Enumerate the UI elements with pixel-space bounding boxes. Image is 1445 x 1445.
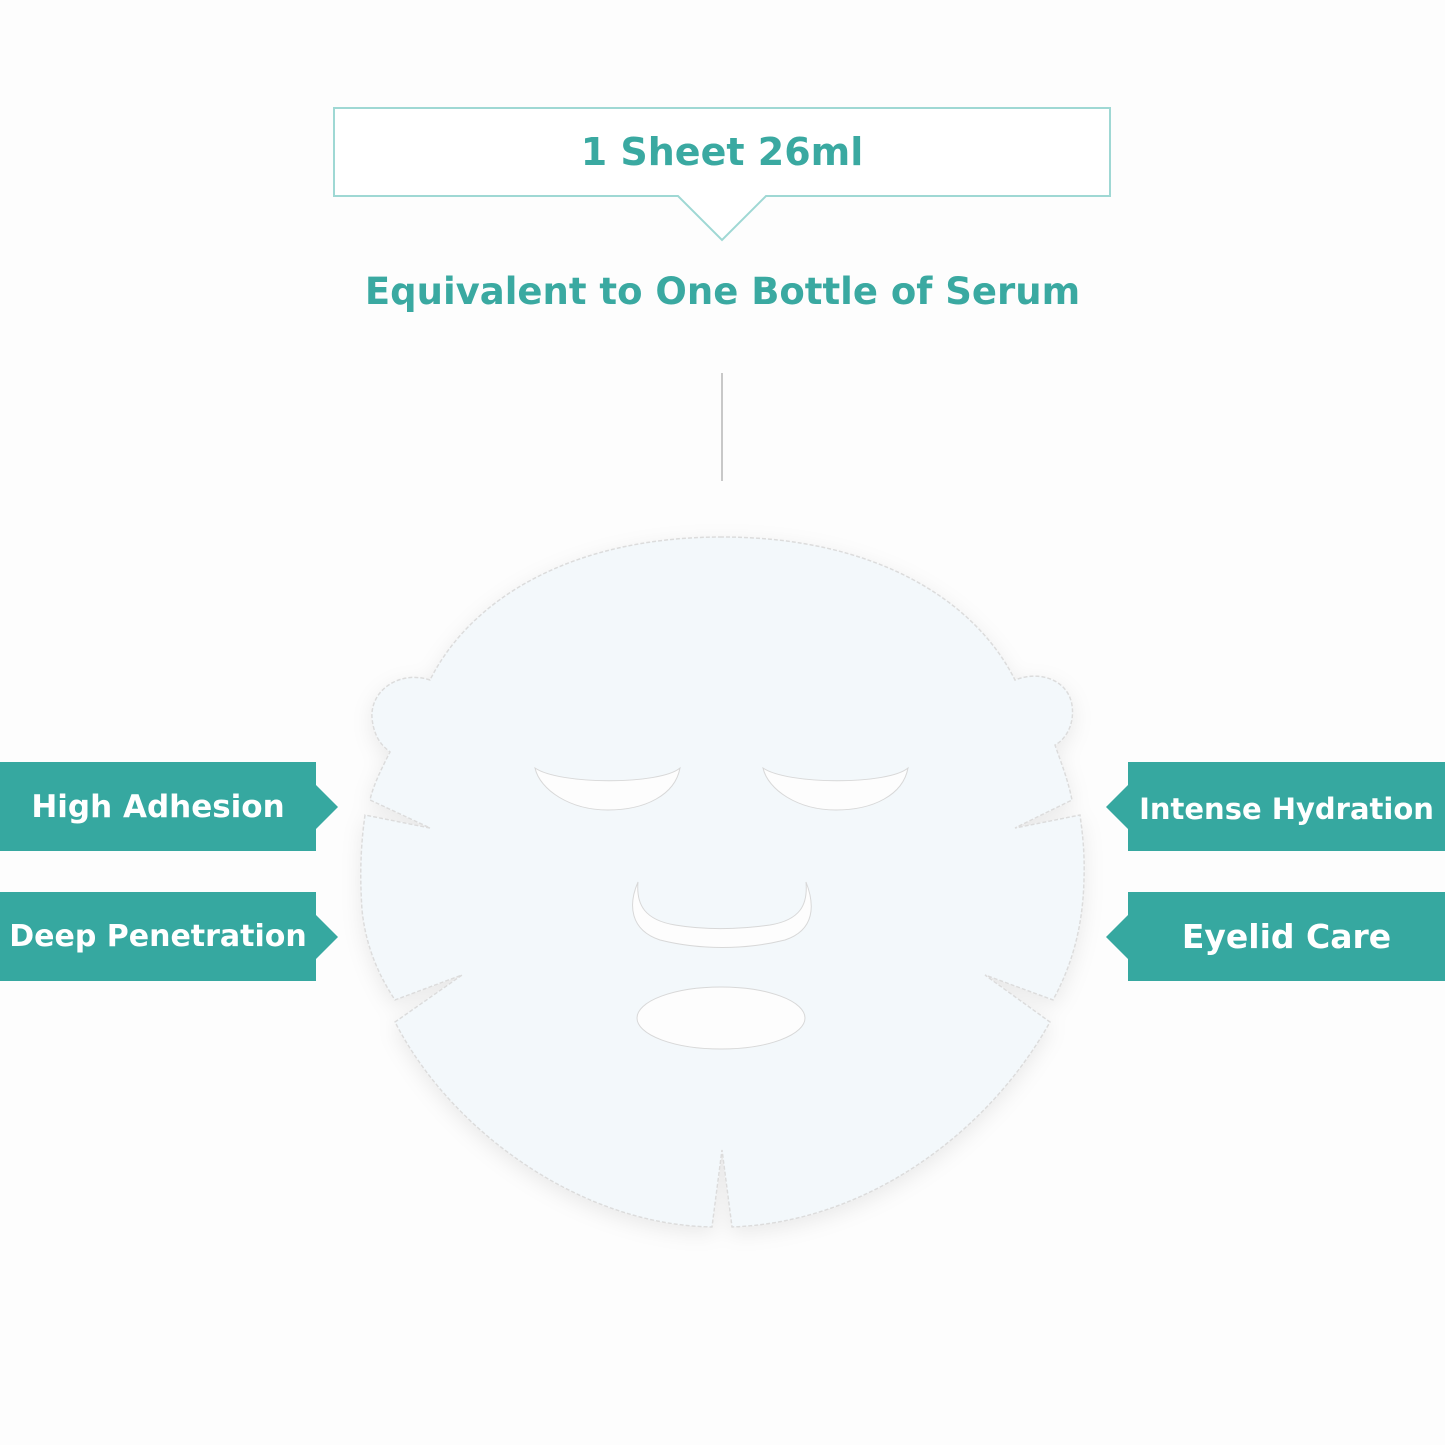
sheet-mask xyxy=(360,536,1085,1228)
feature-tag-eyelid-care: Eyelid Care xyxy=(1181,917,1392,956)
right-eye-cutout xyxy=(762,766,909,811)
tag-shape-intense-hydration xyxy=(1106,762,1445,851)
tag-shape-high-adhesion xyxy=(0,762,338,851)
tag-shape-deep-penetration xyxy=(0,892,338,981)
feature-tag-intense-hydration: Intense Hydration xyxy=(1139,791,1434,826)
subtitle: Equivalent to One Bottle of Serum xyxy=(364,270,1081,313)
left-eye-cutout xyxy=(534,766,681,811)
feature-tag-high-adhesion: High Adhesion xyxy=(31,788,285,825)
mouth-cutout xyxy=(636,986,806,1050)
speech-bubble xyxy=(333,107,1111,242)
bubble-text: 1 Sheet 26ml xyxy=(580,130,864,174)
feature-tag-deep-penetration: Deep Penetration xyxy=(9,919,307,954)
nose-cutout xyxy=(632,881,812,948)
tag-shape-eyelid-care xyxy=(1106,892,1445,981)
